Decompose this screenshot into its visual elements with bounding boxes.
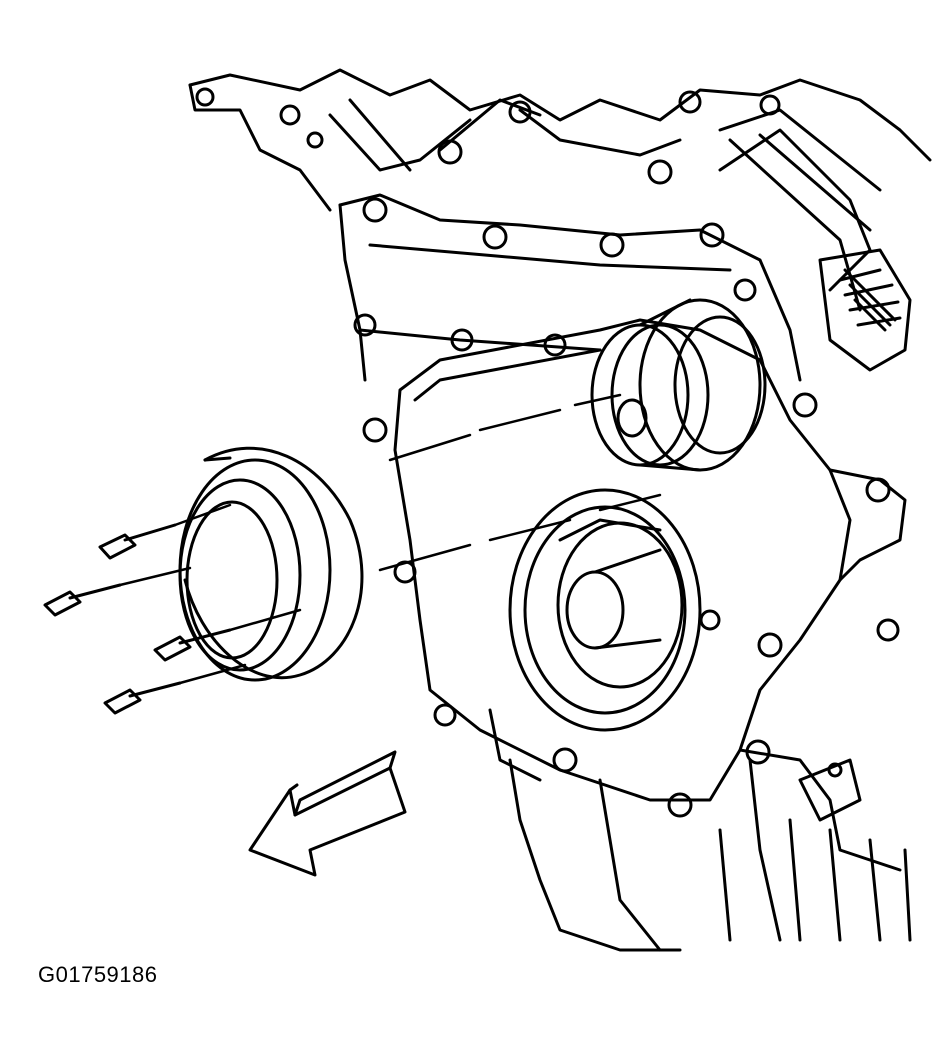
coil-pack [718,128,912,372]
front-cover [393,318,907,872]
crankshaft-front-seal [178,446,364,682]
cover-bolts [353,100,900,818]
upper-timing-cover [338,193,802,382]
cylinder-head [188,68,932,312]
seal-bolts [43,523,232,715]
idler-pulley [590,298,767,472]
crankshaft-nose [508,488,721,732]
alignment-lines [118,393,662,685]
oil-pan [488,708,912,952]
arrow-left-down-icon [248,750,407,877]
figure-id-label: G01759186 [38,962,158,987]
